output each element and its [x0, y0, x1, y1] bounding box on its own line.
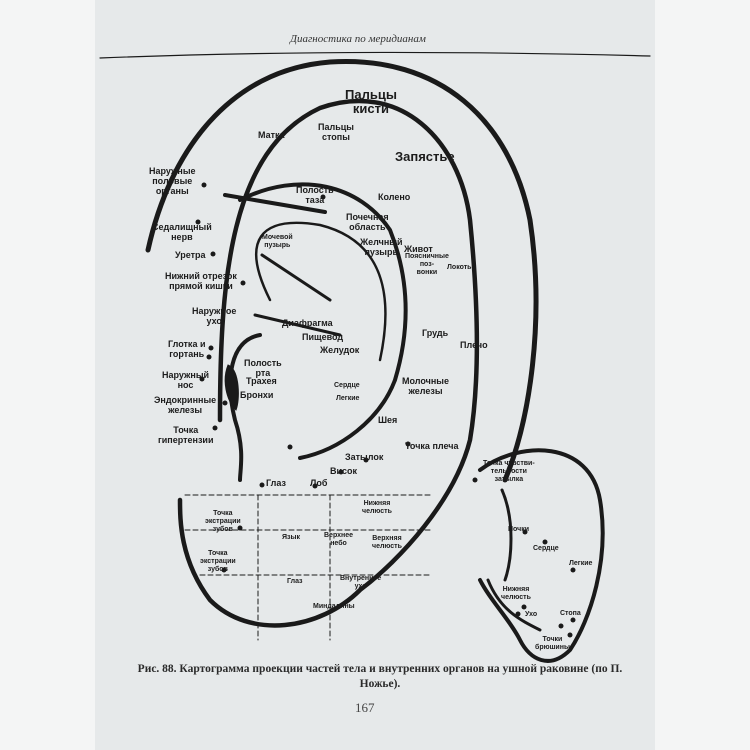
label-bladder: Мочевой пузырь [262, 234, 293, 249]
back-ear: Ухо [525, 611, 538, 618]
label-endocrine: Эндокринные железы [154, 395, 217, 415]
lobe-inner-ear: Внутреннее ухо [340, 575, 382, 590]
label-lumbar: Поясничные поз- вонки [405, 253, 449, 276]
label-nose: Наружный нос [162, 370, 210, 390]
label-forehead: Лоб [310, 478, 328, 488]
label-stomach: Желудок [320, 345, 360, 355]
label-bronchi: Бронхи [240, 390, 274, 400]
label-occiput: Затылок [345, 452, 384, 462]
label-wrist: Запястье [395, 149, 455, 164]
label-gallbladder: Желчный пузырь [360, 237, 403, 257]
label-abdomen: Живот [404, 244, 433, 254]
label-knee: Колено [378, 192, 411, 202]
antihelix [238, 182, 408, 460]
lobe-lower-jaw: Нижняя челюсть [362, 500, 392, 515]
label-eye-top: Глаз [266, 478, 286, 488]
back-ear-outer [478, 448, 605, 663]
tragus [228, 333, 262, 482]
running-header: Диагностика по меридианам [290, 33, 426, 45]
lobe-upper-palate: Верхнее небо [324, 532, 354, 547]
label-pelvis: Полость таза [296, 185, 334, 205]
label-toes: Пальцы стопы [318, 122, 354, 142]
back-peritoneum: Точки брюшины [535, 636, 570, 651]
tragus-fill [224, 364, 239, 411]
helix-outer [145, 58, 539, 483]
label-elbow: Локоть [447, 264, 472, 271]
concha-rim [254, 221, 387, 362]
lobe-grid [184, 494, 431, 641]
label-pharynx: Глотка и гортань [168, 339, 206, 359]
helix-crus [253, 253, 342, 337]
label-kidney-area: Почечная область [346, 212, 389, 232]
figure-caption: Рис. 88. Картограмма проекции частей тел… [137, 663, 623, 690]
back-heart: Сердце [533, 545, 559, 552]
label-diaphragm: Диафрагма [282, 318, 333, 328]
header-rule [99, 51, 651, 59]
label-fingers-hand: Пальцы кисти [345, 87, 397, 116]
back-kidneys: Почки [508, 526, 530, 533]
lobe-upper-jaw: Верхняя челюсть [372, 535, 402, 550]
label-mammary: Молочные железы [402, 376, 449, 396]
label-heart: Сердце [334, 382, 360, 389]
label-esophagus: Пищевод [302, 332, 344, 342]
label-hypertension: Точка гипертензии [158, 425, 214, 445]
lobe-tongue: Язык [282, 534, 300, 541]
back-foot: Стопа [560, 610, 581, 617]
back-lungs: Легкие [569, 560, 593, 567]
lobe-tooth-extraction-2: Точка экстрации зубов [200, 550, 236, 573]
label-ext-ear: Наружное ухо [192, 306, 237, 326]
back-ear-inner [486, 488, 542, 632]
label-temple: Висок [330, 466, 358, 476]
label-rectum: Нижний отрезок прямой кишки [165, 271, 237, 291]
page-number: 167 [355, 700, 375, 715]
label-shoulder: Плечо [460, 340, 488, 350]
label-shoulder-point: Точка плеча [405, 441, 459, 451]
label-uterus: Матка [258, 130, 285, 140]
helix-inner [177, 98, 480, 628]
lobe-tooth-extraction-1: Точка экстрации зубов [205, 510, 241, 533]
label-chest: Грудь [422, 328, 449, 338]
label-lungs: Легкие [336, 395, 360, 402]
back-lower-jaw: Нижняя челюсть [501, 586, 531, 601]
label-neck: Шея [378, 415, 398, 425]
point-dots [195, 182, 576, 638]
label-mouth: Полость рта [244, 358, 282, 378]
antihelix-crus [223, 193, 327, 214]
label-sciatic: Седалищный нерв [152, 222, 212, 242]
label-urethra: Уретра [175, 250, 206, 260]
lobe-tonsils: Миндалины [313, 603, 355, 610]
lobe-eye: Глаз [287, 578, 303, 585]
label-trachea: Трахея [246, 376, 277, 386]
label-ext-genitals: Наружные половые органы [149, 166, 196, 196]
back-occiput-sensitivity: Точка чувстви- тельности затылка [483, 460, 535, 483]
